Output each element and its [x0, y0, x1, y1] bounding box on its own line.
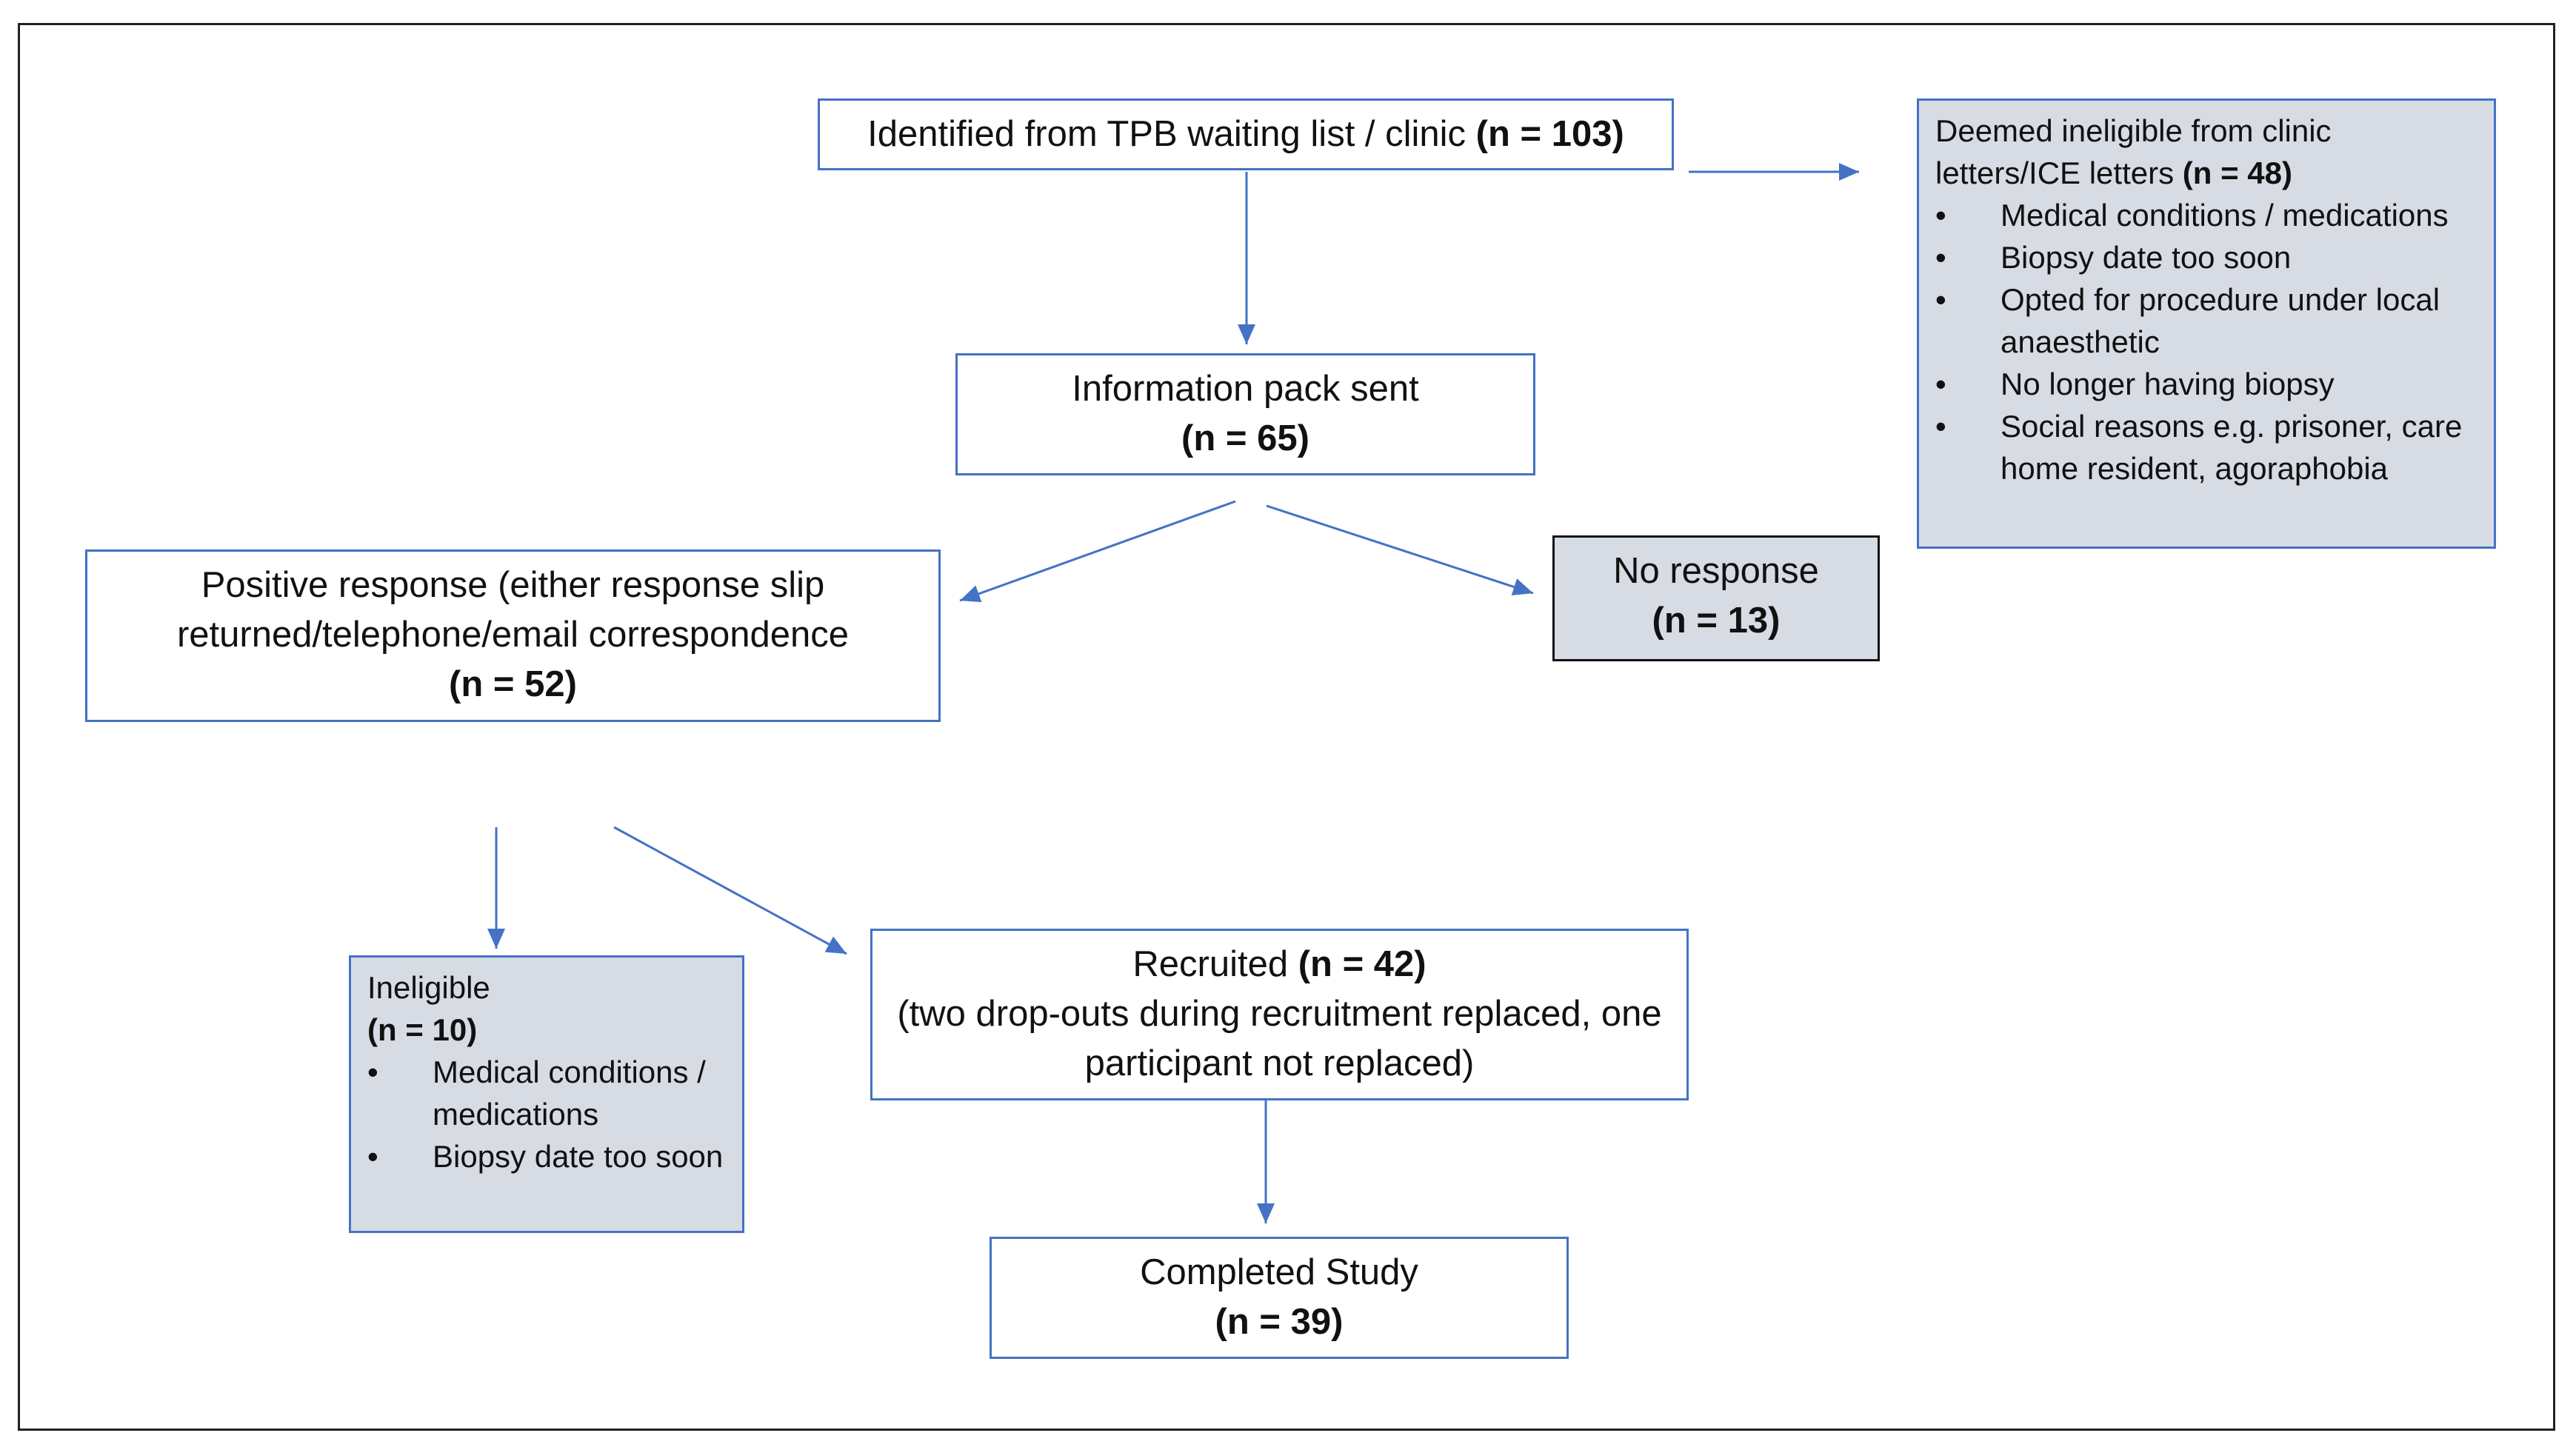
arrow-positive-to-recruited [613, 826, 847, 955]
list-item: Opted for procedure under local anaesthe… [1935, 278, 2477, 363]
arrow-infopack-to-positive [959, 500, 1236, 603]
ineligible-bottom-box: Ineligible (n = 10) Medical conditions /… [349, 955, 744, 1233]
ineligible-top-heading: Deemed ineligible from clinic letters/IC… [1935, 113, 2332, 190]
recruited-count: (n = 42) [1298, 944, 1427, 984]
positive-response-box: Positive response (either response slip … [85, 549, 941, 722]
arrow-infopack-to-noresponse [1266, 504, 1534, 595]
ineligible-top-box: Deemed ineligible from clinic letters/IC… [1917, 98, 2496, 549]
ineligible-bottom-list: Medical conditions / medications Biopsy … [367, 1051, 726, 1177]
list-item: No longer having biopsy [1935, 363, 2477, 405]
diagram-frame [18, 23, 2555, 1431]
ineligible-top-list: Medical conditions / medications Biopsy … [1935, 194, 2477, 490]
recruited-note: (two drop-outs during recruitment replac… [897, 994, 1662, 1083]
no-response-count: (n = 13) [1652, 601, 1781, 641]
list-item: Social reasons e.g. prisoner, care home … [1935, 405, 2477, 490]
no-response-box: No response (n = 13) [1552, 535, 1880, 661]
list-item: Biopsy date too soon [1935, 236, 2477, 278]
completed-text: Completed Study [1140, 1252, 1418, 1292]
info-pack-text: Information pack sent [1072, 369, 1419, 409]
list-item: Medical conditions / medications [367, 1051, 726, 1135]
positive-response-text: Positive response (either response slip … [176, 565, 850, 655]
ineligible-bottom-count: (n = 10) [367, 1012, 478, 1047]
identified-count: (n = 103) [1475, 114, 1624, 154]
ineligible-top-count: (n = 48) [2182, 156, 2292, 190]
completed-box: Completed Study (n = 39) [990, 1237, 1569, 1359]
recruited-heading: Recruited (n = 42) [887, 940, 1672, 989]
list-item: Medical conditions / medications [1935, 194, 2477, 236]
ineligible-bottom-heading: Ineligible [367, 970, 490, 1005]
list-item: Biopsy date too soon [367, 1135, 726, 1177]
recruited-box: Recruited (n = 42) (two drop-outs during… [870, 929, 1689, 1100]
recruited-text: Recruited [1132, 944, 1298, 984]
identified-box: Identified from TPB waiting list / clini… [818, 98, 1674, 170]
identified-text: Identified from TPB waiting list / clini… [867, 114, 1476, 154]
info-pack-count: (n = 65) [1181, 418, 1309, 458]
completed-count: (n = 39) [1215, 1302, 1344, 1342]
info-pack-box: Information pack sent (n = 65) [955, 353, 1535, 475]
no-response-text: No response [1613, 551, 1819, 591]
positive-response-count: (n = 52) [449, 664, 577, 704]
